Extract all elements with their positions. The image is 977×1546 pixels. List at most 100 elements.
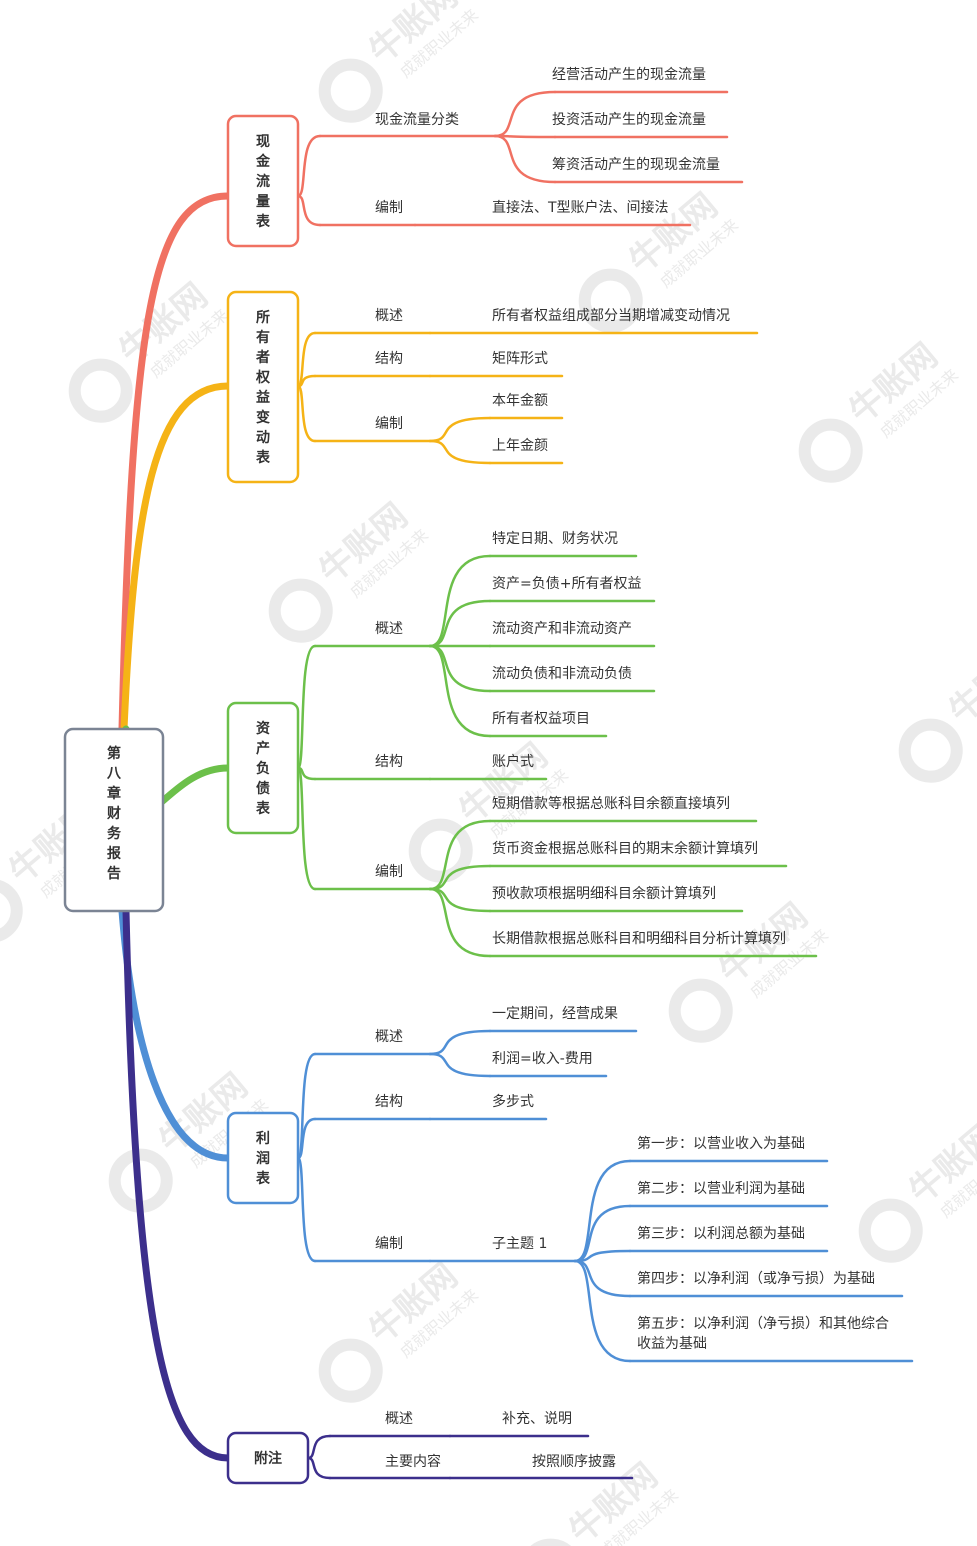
step-link-3 bbox=[573, 1259, 632, 1298]
subtopic-balance-2[interactable]: 编制 bbox=[375, 864, 403, 880]
leaf-equity-0-0[interactable]: 所有者权益组成部分当期增减变动情况 bbox=[492, 308, 730, 324]
branch-node-equity[interactable]: 所有者权益变动表 bbox=[226, 290, 300, 484]
leaf-balance-2-1[interactable]: 货币资金根据总账科目的期末余额计算填列 bbox=[492, 840, 758, 857]
leaf-notes-0-0[interactable]: 补充、说明 bbox=[502, 1411, 572, 1427]
leaf-balance-0-4[interactable]: 所有者权益项目 bbox=[492, 711, 590, 727]
watermark-brand: 牛账网 bbox=[941, 636, 977, 732]
step-link-2 bbox=[573, 1249, 632, 1263]
leaf-balance-0-3[interactable]: 流动负债和非流动负债 bbox=[492, 666, 632, 682]
watermark-logo-icon bbox=[108, 1148, 173, 1213]
watermark-logo-icon bbox=[858, 1198, 923, 1263]
step-1[interactable]: 第二步：以营业利润为基础 bbox=[637, 1180, 805, 1197]
step-4[interactable]: 第五步：以净利润（净亏损）和其他综合收益为基础 bbox=[637, 1315, 889, 1352]
trunk-link-cashflow bbox=[118, 192, 232, 733]
watermark-logo-icon bbox=[898, 718, 963, 783]
leaf-income-0-0[interactable]: 一定期间，经营成果 bbox=[492, 1006, 618, 1022]
branches-layer: 现金流量分类 经营活动产生的现金流量投资活动产生的现金流量筹资活动产生的现现金流量… bbox=[226, 67, 914, 1485]
root-node-label: 第八章财务报告 bbox=[106, 745, 122, 882]
subtopic-notes-0[interactable]: 概述 bbox=[385, 1411, 413, 1427]
link-notes-1 bbox=[306, 1456, 332, 1480]
link-equity-2 bbox=[296, 384, 317, 443]
watermark-logo-icon bbox=[318, 58, 383, 123]
leaf-link-balance-2-1 bbox=[428, 864, 492, 891]
branch-label-income: 利润表 bbox=[255, 1130, 271, 1187]
step-2[interactable]: 第三步：以利润总额为基础 bbox=[637, 1225, 805, 1242]
link-balance-2 bbox=[296, 766, 317, 891]
branch-node-income[interactable]: 利润表 bbox=[226, 1111, 300, 1205]
leaf-equity-1-0[interactable]: 矩阵形式 bbox=[492, 351, 548, 367]
watermark-logo-icon bbox=[318, 1338, 383, 1403]
leaf-link-balance-2-0 bbox=[428, 819, 492, 891]
link-balance-0 bbox=[296, 644, 317, 770]
subtopic-income-2[interactable]: 编制 bbox=[375, 1236, 403, 1252]
leaf-income-1-0[interactable]: 多步式 bbox=[492, 1093, 534, 1110]
leaf-link-balance-2-3 bbox=[428, 887, 492, 958]
leaf-equity-2-0[interactable]: 本年金额 bbox=[492, 393, 548, 409]
subtopic-cashflow-0[interactable]: 现金流量分类 bbox=[375, 112, 459, 128]
leaf-link-balance-0-1 bbox=[428, 599, 492, 648]
leaf-cashflow-0-0[interactable]: 经营活动产生的现金流量 bbox=[552, 67, 706, 83]
subtopic-equity-0[interactable]: 概述 bbox=[375, 308, 403, 324]
step-3[interactable]: 第四步：以净利润（或净亏损）为基础 bbox=[637, 1270, 875, 1287]
leaf-link-cashflow-0-0 bbox=[493, 90, 557, 138]
leaf-balance-2-3[interactable]: 长期借款根据总账科目和明细科目分析计算填列 bbox=[492, 931, 786, 947]
subtopic-income-1[interactable]: 结构 bbox=[375, 1094, 403, 1110]
link-income-1 bbox=[296, 1117, 317, 1160]
root-node-box bbox=[63, 727, 165, 913]
watermark-logo-icon bbox=[268, 578, 333, 643]
subtopic-equity-2[interactable]: 编制 bbox=[375, 416, 403, 432]
subtopic-balance-0[interactable]: 概述 bbox=[375, 621, 403, 637]
link-income-0 bbox=[296, 1052, 317, 1160]
leaf-link-income-0-0 bbox=[428, 1029, 492, 1056]
root-node[interactable]: 第八章财务报告 bbox=[63, 727, 165, 913]
leaf-link-income-0-1 bbox=[428, 1052, 492, 1078]
step-0[interactable]: 第一步：以营业收入为基础 bbox=[637, 1135, 805, 1152]
branch-box-notes bbox=[226, 1431, 310, 1485]
leaf-balance-0-2[interactable]: 流动资产和非流动资产 bbox=[492, 621, 632, 637]
watermark-logo-icon bbox=[668, 978, 733, 1043]
branch-label-balance: 资产负债表 bbox=[255, 720, 271, 817]
subtopic-equity-1[interactable]: 结构 bbox=[375, 351, 403, 367]
subtopic-income-0[interactable]: 概述 bbox=[375, 1029, 403, 1045]
subtopic-balance-1[interactable]: 结构 bbox=[375, 754, 403, 770]
leaf-notes-1-0[interactable]: 按照顺序披露 bbox=[532, 1454, 616, 1470]
step-link-1 bbox=[573, 1204, 632, 1263]
leaf-income-2-0[interactable]: 子主题 1 bbox=[492, 1236, 547, 1252]
leaf-balance-0-1[interactable]: 资产=负债+所有者权益 bbox=[492, 576, 641, 592]
link-notes-0 bbox=[306, 1434, 332, 1460]
branch-balance: 概述 特定日期、财务状况资产=负债+所有者权益流动资产和非流动资产流动负债和非流动… bbox=[226, 531, 818, 958]
leaf-balance-1-0[interactable]: 账户式 bbox=[492, 753, 534, 770]
leaf-link-balance-0-4 bbox=[428, 644, 492, 738]
leaf-cashflow-0-1[interactable]: 投资活动产生的现金流量 bbox=[552, 112, 706, 128]
branch-label-equity: 所有者权益变动表 bbox=[255, 309, 271, 466]
leaf-income-0-1[interactable]: 利润=收入-费用 bbox=[492, 1051, 593, 1067]
trunk-link-equity bbox=[120, 382, 232, 733]
leaf-balance-0-0[interactable]: 特定日期、财务状况 bbox=[492, 531, 618, 547]
branch-node-balance[interactable]: 资产负债表 bbox=[226, 701, 300, 835]
watermark-logo-icon bbox=[68, 358, 133, 423]
leaf-cashflow-0-2[interactable]: 筹资活动产生的现现金流量 bbox=[552, 156, 720, 173]
leaf-equity-2-1[interactable]: 上年金颜 bbox=[492, 438, 548, 454]
link-income-2 bbox=[296, 1156, 317, 1263]
branch-box-cashflow bbox=[226, 114, 300, 248]
subtopic-cashflow-1[interactable]: 编制 bbox=[375, 200, 403, 216]
trunk-links bbox=[118, 192, 232, 1462]
leaf-balance-2-0[interactable]: 短期借款等根据总账科目余额直接填列 bbox=[492, 795, 730, 812]
branch-label-notes: 附注 bbox=[254, 1450, 282, 1467]
branch-node-notes[interactable]: 附注 bbox=[226, 1431, 310, 1485]
watermark-logo-icon bbox=[578, 268, 643, 333]
leaf-balance-2-2[interactable]: 预收款项根据明细科目余额计算填列 bbox=[492, 885, 716, 902]
subtopic-notes-1[interactable]: 主要内容 bbox=[385, 1453, 441, 1470]
branch-node-cashflow[interactable]: 现金流量表 bbox=[226, 114, 300, 248]
leaf-cashflow-1-0[interactable]: 直接法、T型账户法、间接法 bbox=[492, 199, 669, 216]
branch-box-income bbox=[226, 1111, 300, 1205]
